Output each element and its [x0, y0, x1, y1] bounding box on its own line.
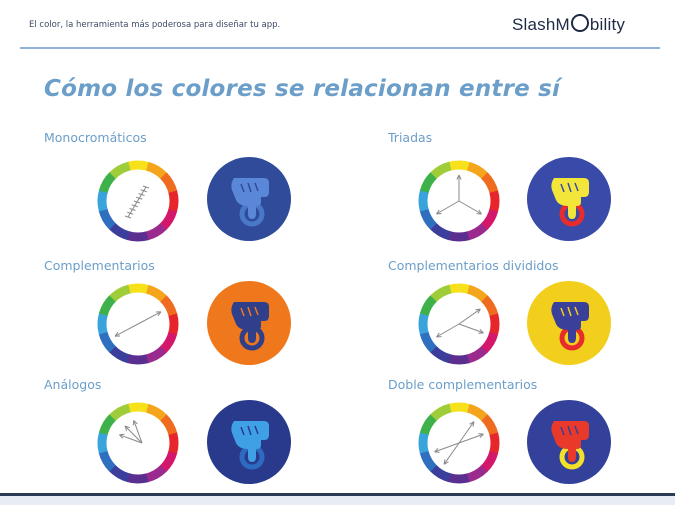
- scheme-label-triad: Triadas: [388, 130, 433, 145]
- slashmobility-logo: SlashM bility: [512, 14, 657, 40]
- hand-badge-mono-icon: [207, 157, 291, 241]
- scheme-label-split: Complementarios divididos: [388, 258, 559, 273]
- footer-band: [0, 496, 675, 505]
- hand-badge-complement-icon: [207, 281, 291, 365]
- header-divider: [20, 47, 660, 49]
- scheme-label-complement: Complementarios: [44, 258, 155, 273]
- color-wheel-split-icon: [418, 283, 500, 365]
- scheme-label-double: Doble complementarios: [388, 377, 538, 392]
- footer-divider: [0, 493, 675, 496]
- page-title: Cómo los colores se relacionan entre sí: [44, 76, 561, 102]
- scheme-label-analog: Análogos: [44, 377, 102, 392]
- scheme-label-mono: Monocromáticos: [44, 130, 147, 145]
- logo-text-start: SlashM: [512, 15, 570, 34]
- hand-badge-split-icon: [527, 281, 611, 365]
- color-wheel-mono-icon: [97, 160, 179, 242]
- hand-badge-analog-icon: [207, 400, 291, 484]
- hand-badge-triad-icon: [527, 157, 611, 241]
- color-wheel-complement-icon: [97, 283, 179, 365]
- color-wheel-triad-icon: [418, 160, 500, 242]
- color-wheel-analog-icon: [97, 402, 179, 484]
- logo-text-end: bility: [589, 15, 626, 34]
- logo-o-hand-icon: [570, 14, 589, 32]
- color-wheel-double-icon: [418, 402, 500, 484]
- hand-badge-double-icon: [527, 400, 611, 484]
- header-tagline: El color, la herramienta más poderosa pa…: [29, 20, 281, 30]
